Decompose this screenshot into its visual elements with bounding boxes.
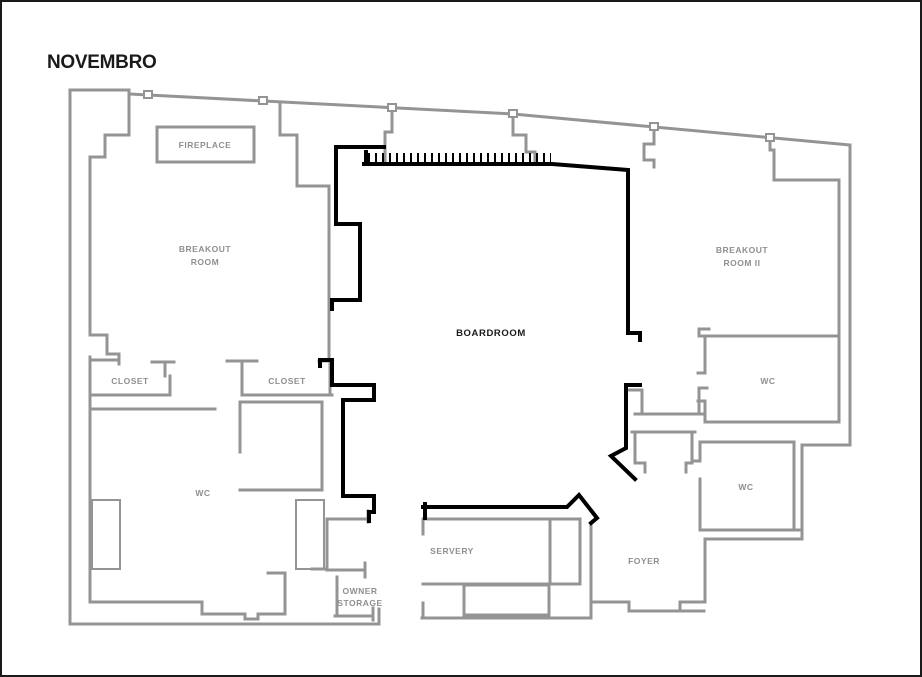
- room-label-wc-west: WC: [195, 488, 210, 498]
- room-label-servery: SERVERY: [430, 546, 474, 556]
- room-label-breakout-room-ii-line1: BREAKOUT: [716, 245, 768, 255]
- room-label-fireplace: FIREPLACE: [179, 140, 232, 150]
- room-label-owner-storage-line2: STORAGE: [337, 598, 382, 608]
- window-marker-icon: [649, 122, 659, 131]
- window-marker-icon: [508, 109, 518, 118]
- room-label-boardroom: BOARDROOM: [456, 328, 526, 339]
- room-label-breakout-room-line1: BREAKOUT: [179, 244, 231, 254]
- room-label-foyer: FOYER: [628, 556, 660, 566]
- window-marker-icon: [765, 133, 775, 142]
- room-label-owner-storage-line1: OWNER: [342, 586, 377, 596]
- wall-outer-boundary: [68, 88, 852, 626]
- servery-counter: [462, 583, 551, 617]
- room-label-breakout-room-ii-line2: ROOM II: [723, 258, 760, 268]
- window-marker-icon: [387, 103, 397, 112]
- room-labels-group: FIREPLACE BREAKOUT ROOM BREAKOUT ROOM II…: [111, 140, 775, 608]
- black-walls-group: [318, 145, 642, 526]
- room-label-breakout-room-line2: ROOM: [191, 257, 219, 267]
- facade-window-markers: [143, 90, 775, 142]
- wall-interior-middle: [278, 101, 841, 362]
- room-label-closet-east: CLOSET: [268, 376, 306, 386]
- wall-servery-foyer: [420, 517, 682, 620]
- room-label-wc-northeast: WC: [760, 376, 775, 386]
- window-marker-icon: [143, 90, 153, 99]
- boardroom-west-wall: [330, 145, 386, 311]
- servery-wall-and-door-swing: [421, 491, 600, 526]
- gray-walls-group: [68, 88, 852, 626]
- wall-interior-west: [88, 92, 375, 622]
- wc-west-fixture-left: [91, 499, 121, 570]
- room-label-wc-southeast: WC: [738, 482, 753, 492]
- window-marker-icon: [258, 96, 268, 105]
- foyer-door-swing: [607, 383, 642, 482]
- demising-wall-center: [318, 358, 376, 523]
- fireplace-box: [155, 125, 256, 164]
- plan-title: NOVEMBRO: [47, 52, 157, 73]
- wc-west-fixture-right: [295, 499, 325, 570]
- boardroom-north-east-wall: [362, 150, 642, 342]
- room-label-closet-west: CLOSET: [111, 376, 149, 386]
- wall-interior-east: [627, 178, 841, 532]
